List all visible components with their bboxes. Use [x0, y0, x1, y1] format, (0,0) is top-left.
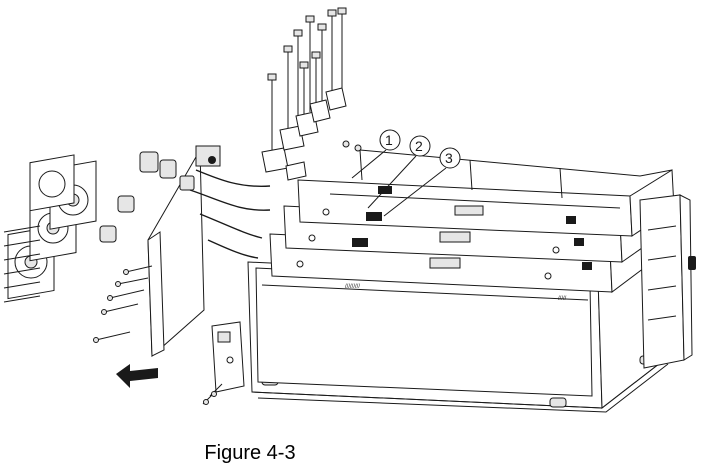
fan-4	[29, 154, 75, 212]
callout-label: 2	[415, 138, 423, 154]
callout-2: 2	[367, 135, 431, 209]
end-panel	[639, 194, 696, 369]
callout-label: 3	[445, 150, 453, 166]
left-arrow-icon	[116, 364, 158, 388]
callout-label: 1	[385, 132, 393, 148]
loose-screws-left	[93, 265, 153, 343]
figure-caption: Figure 4-3	[204, 442, 296, 464]
svg-text://///: /////	[558, 296, 567, 302]
svg-text://///////: /////////	[345, 284, 360, 290]
exploded-assembly-diagram: ///////// /////	[3, 7, 696, 413]
callout-1: 1	[351, 129, 401, 179]
small-screws-mid	[342, 140, 362, 152]
top-brackets	[261, 87, 347, 181]
top-screws	[267, 7, 347, 150]
mounting-bracket	[202, 321, 245, 405]
fan-assembly	[3, 145, 271, 358]
callout-3: 3	[383, 147, 461, 217]
pcb-module-stack	[269, 149, 675, 293]
